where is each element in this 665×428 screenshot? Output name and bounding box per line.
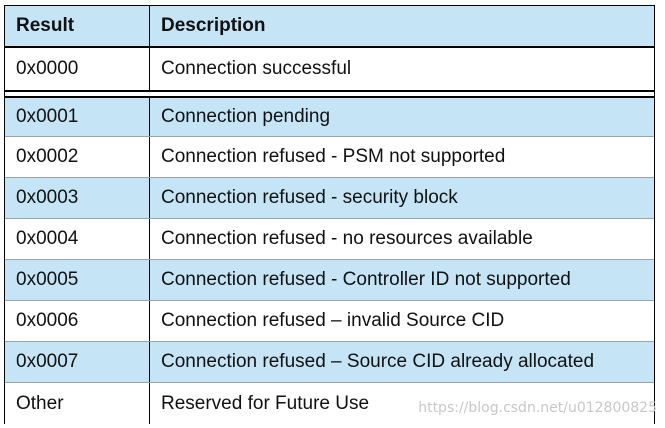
result-code: 0x0006: [5, 301, 150, 341]
table-row: 0x0001 Connection pending: [5, 96, 654, 137]
table-row: 0x0000 Connection successful: [5, 48, 654, 92]
header-description: Description: [161, 15, 266, 36]
result-description: Connection refused - no resources availa…: [161, 228, 533, 249]
table-row: 0x0006 Connection refused – invalid Sour…: [5, 301, 654, 342]
table-row: 0x0003 Connection refused - security blo…: [5, 178, 654, 219]
result-description: Connection pending: [161, 106, 331, 127]
result-code: 0x0005: [5, 260, 150, 300]
header-result: Result: [5, 6, 150, 46]
table-row: 0x0002 Connection refused - PSM not supp…: [5, 137, 654, 178]
result-description: Connection refused – Source CID already …: [161, 351, 595, 372]
result-description: Reserved for Future Use: [161, 392, 370, 414]
result-table: Result Description 0x0000 Connection suc…: [4, 5, 655, 424]
table-row: 0x0007 Connection refused – Source CID a…: [5, 342, 654, 383]
result-code: 0x0007: [5, 342, 150, 382]
table-row: 0x0005 Connection refused - Controller I…: [5, 260, 654, 301]
table-row: Other Reserved for Future Use: [5, 383, 654, 424]
result-code: 0x0003: [5, 178, 150, 218]
result-description: Connection refused - Controller ID not s…: [161, 269, 571, 290]
result-code: 0x0001: [5, 98, 150, 136]
result-description: Connection successful: [161, 58, 352, 79]
result-description: Connection refused - PSM not supported: [161, 146, 506, 167]
result-description: Connection refused - security block: [161, 187, 458, 208]
result-description: Connection refused – invalid Source CID: [161, 310, 505, 331]
watermark-text: https://blog.csdn.net/u012800825: [418, 400, 657, 416]
result-code: 0x0004: [5, 219, 150, 259]
table-header-row: Result Description: [5, 5, 654, 48]
result-code: 0x0002: [5, 137, 150, 177]
result-code: 0x0000: [5, 48, 150, 90]
table-row: 0x0004 Connection refused - no resources…: [5, 219, 654, 260]
result-code: Other: [5, 383, 150, 424]
